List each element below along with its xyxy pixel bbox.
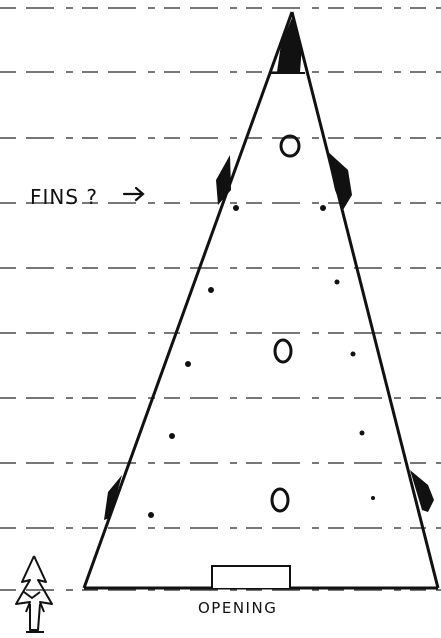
porthole-bottom <box>270 487 290 513</box>
cone-right-edge <box>290 11 440 589</box>
right-arrow-icon <box>122 186 145 202</box>
cone-left-edge <box>82 11 294 589</box>
cone-tip <box>277 18 302 72</box>
dot <box>233 205 239 211</box>
portholes <box>270 134 301 513</box>
small-tree-figure-icon <box>15 555 53 633</box>
fin-lower-left <box>104 475 122 520</box>
opening-label: OPENING <box>198 599 277 617</box>
opening-door <box>211 565 291 588</box>
fins-note-label: FINS ? <box>30 185 98 209</box>
porthole-middle <box>273 338 293 364</box>
dot <box>148 512 154 518</box>
fin-lower-right <box>410 470 434 512</box>
fin-upper-left <box>216 155 231 205</box>
dot <box>350 351 356 357</box>
dot <box>169 433 175 439</box>
dot <box>334 279 340 285</box>
dot <box>371 496 375 500</box>
fin-upper-right <box>326 150 352 210</box>
cone-outline <box>82 11 440 590</box>
dot <box>208 287 214 293</box>
dot <box>185 361 191 367</box>
dot <box>320 205 326 211</box>
dot <box>359 430 365 436</box>
small-dots <box>148 205 375 518</box>
porthole-top <box>279 134 301 158</box>
ruled-lines <box>0 7 441 591</box>
